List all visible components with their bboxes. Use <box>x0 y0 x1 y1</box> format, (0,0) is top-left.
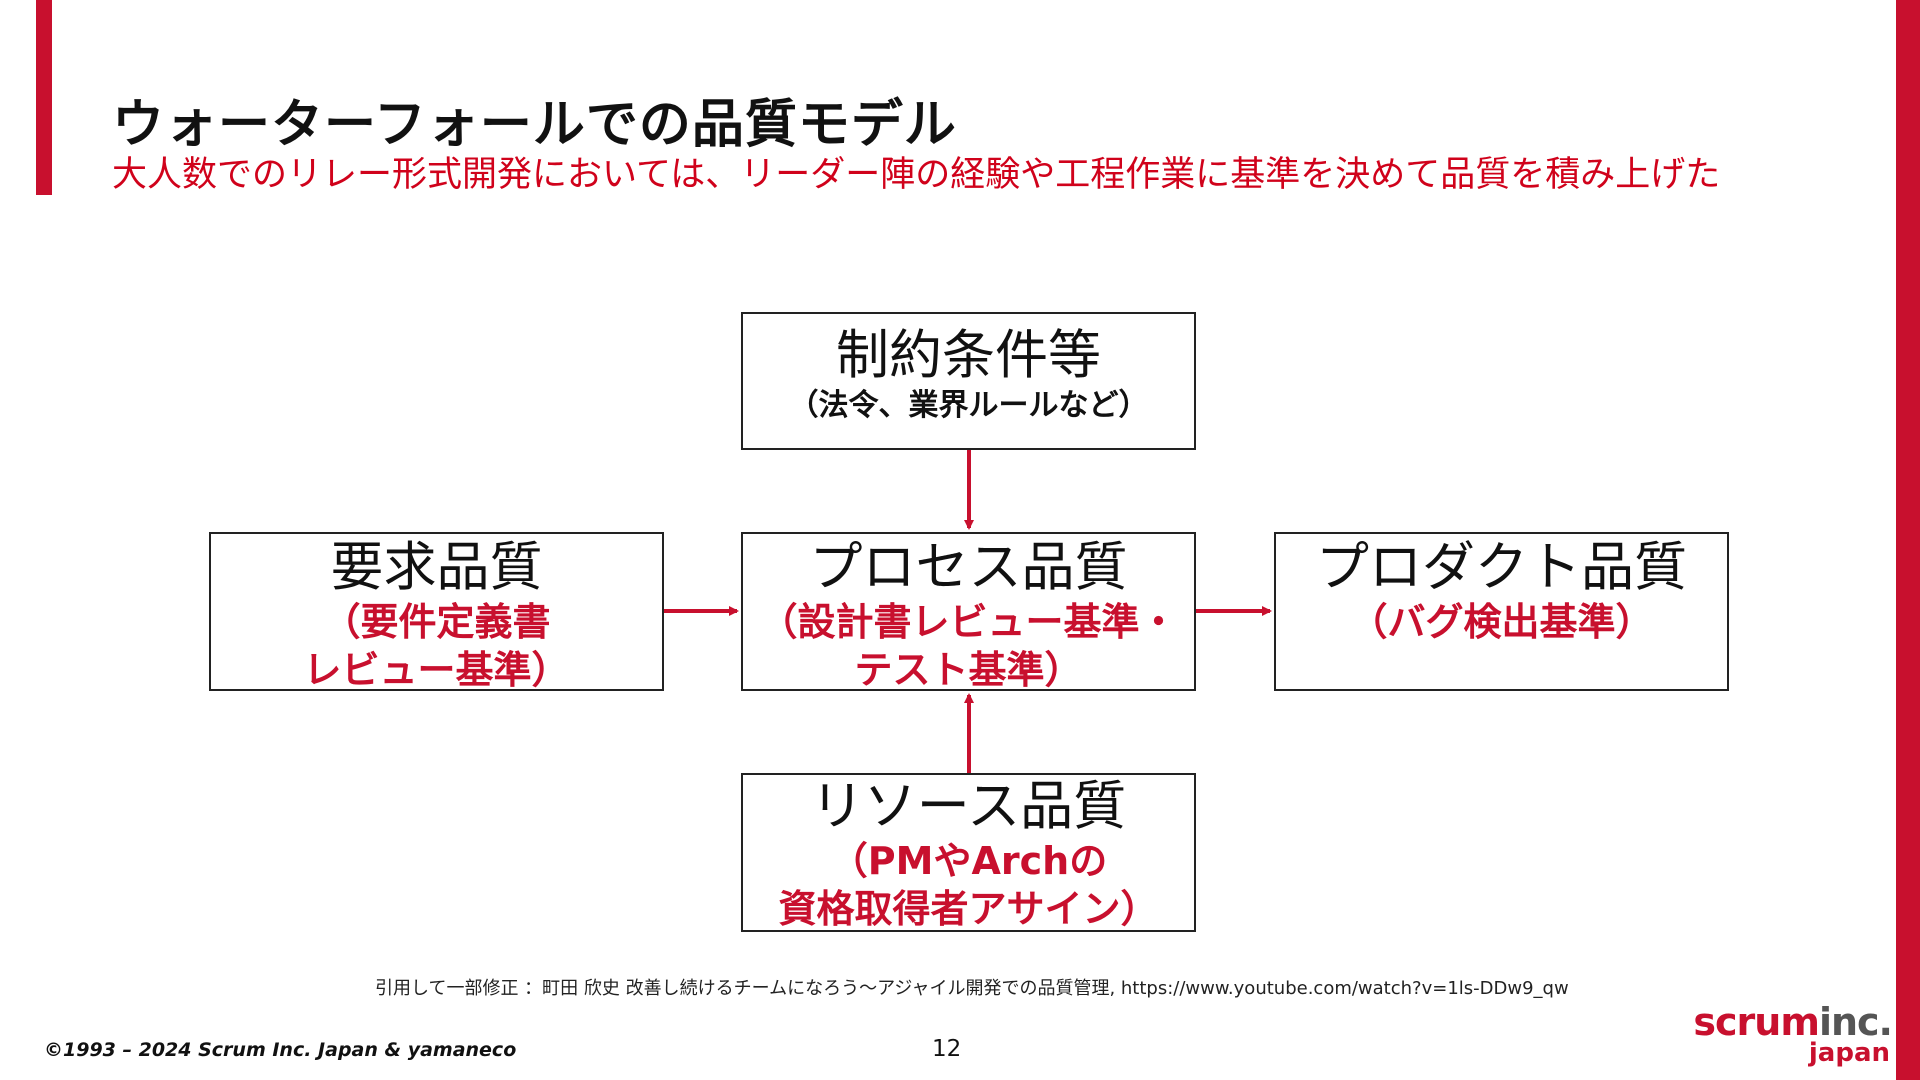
process-quality-title: プロセス品質 <box>809 537 1128 598</box>
logo-scrum-text: scrum <box>1693 1000 1820 1044</box>
constraints-detail: （法令、業界ルールなど） <box>788 388 1149 423</box>
resource-detail-line2: 資格取得者アサイン） <box>778 887 1159 931</box>
left-accent-bar <box>36 0 52 195</box>
resource-detail-line1: （PMやArchの <box>829 839 1108 883</box>
constraints-title: 制約条件等 <box>836 325 1101 386</box>
requirements-detail-line1: （要件定義書 <box>322 600 551 644</box>
slide-subtitle: 大人数でのリレー形式開発においては、リーダー陣の経験や工程作業に基準を決めて品質… <box>112 155 1721 195</box>
page-number: 12 <box>932 1036 962 1062</box>
right-accent-bar <box>1896 0 1920 1080</box>
logo-inc-text: inc. <box>1818 1000 1893 1044</box>
product-quality-title: プロダクト品質 <box>1316 537 1687 598</box>
constraints-box: 制約条件等 （法令、業界ルールなど） <box>741 312 1196 450</box>
scruminc-japan-logo: scruminc. japan <box>1693 1000 1893 1070</box>
logo-japan-text: japan <box>1808 1038 1890 1068</box>
resource-quality-box: リソース品質 （PMやArchの 資格取得者アサイン） <box>741 773 1196 932</box>
process-detail-line2: テスト基準） <box>854 648 1083 692</box>
requirements-detail-line2: レビュー基準） <box>303 648 570 692</box>
process-quality-box: プロセス品質 （設計書レビュー基準・ テスト基準） <box>741 532 1196 692</box>
requirements-quality-box: 要求品質 （要件定義書 レビュー基準） <box>209 532 664 692</box>
requirements-quality-title: 要求品質 <box>330 537 543 598</box>
source-citation: 引用して一部修正 ：町田 欣史 改善し続けるチームになろう～アジャイル開発での品… <box>375 978 1569 999</box>
logo-wordmark: scruminc. <box>1693 1000 1893 1044</box>
resource-quality-title: リソース品質 <box>810 776 1127 837</box>
product-detail: （バグ検出基準） <box>1349 600 1654 644</box>
process-detail-line1: （設計書レビュー基準・ <box>759 600 1178 644</box>
slide-title: ウォーターフォールでの品質モデル <box>112 95 957 155</box>
copyright-notice: ©1993 – 2024 Scrum Inc. Japan & yamaneco <box>44 1039 517 1061</box>
product-quality-box: プロダクト品質 （バグ検出基準） <box>1274 532 1729 691</box>
